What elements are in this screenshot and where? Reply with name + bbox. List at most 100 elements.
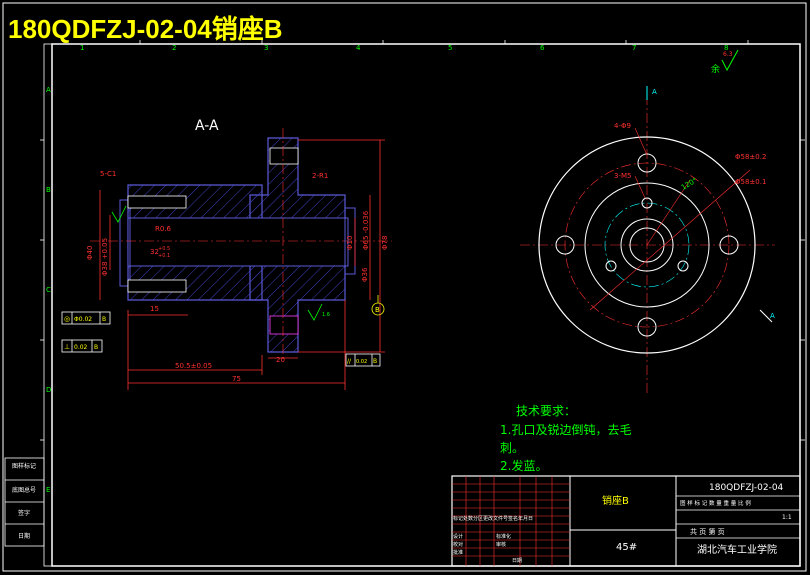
leader-diagonal [589, 169, 751, 311]
roughness-mark-right [307, 303, 323, 321]
section-mark-bottom: A [770, 312, 775, 320]
title-scale: 1:1 [782, 514, 792, 521]
tol-2-symbol: // [347, 358, 352, 365]
frame-col-label-4: 5 [448, 44, 452, 52]
frame-row-label-2: C [46, 286, 51, 294]
title-label-0: 标记处数分区更改文件号签名年月日 [453, 515, 533, 522]
tol-0-symbol: ◎ [64, 315, 70, 323]
roughness-mark-left [111, 205, 127, 223]
dim-angle: 120° [680, 176, 699, 191]
frame-row-label-4: E [46, 486, 50, 494]
dim-len-total: 75 [232, 375, 241, 383]
dim-holes-3: 3-M5 [614, 172, 631, 180]
frame-row-label-1: B [46, 186, 51, 194]
tolerance-frame-0: ◎ Φ0.02 B [61, 311, 111, 325]
title-label-4: 审核 [496, 541, 506, 548]
title-part-number: 180QDFZJ-02-04 [709, 483, 784, 493]
tol-1-value: 0.02 [74, 344, 88, 351]
side-stamp-1: 底图总号 [12, 486, 36, 494]
dim-dia-right-small: Φ10 [346, 236, 354, 250]
lower-thread-hole [127, 279, 187, 293]
tol-0-datum: B [102, 316, 106, 323]
roughness-mark-value: 1.6 [322, 312, 330, 318]
frame-zone-ticks [40, 40, 805, 441]
title-part-name: 销座B [602, 494, 629, 507]
frame-col-label-7: 8 [724, 44, 728, 52]
tech-requirements: 技术要求： 1.孔口及锐边倒钝，去毛 刺。 2.发蓝。 [500, 404, 631, 473]
dim-circle-2: Φ58±0.1 [735, 178, 766, 186]
bore-circle [620, 218, 674, 272]
dim-dia-left-inner: Φ38 +0.05 [101, 238, 109, 276]
thread-hole-top [641, 197, 653, 209]
frame-col-label-2: 3 [264, 44, 268, 52]
title-label-5: 批准 [453, 549, 463, 556]
roughness-value: 6.3 [723, 51, 733, 58]
drawing-title: 180QDFZJ-02-04销座B [8, 14, 283, 44]
roughness-rest-label: 余 [711, 63, 720, 75]
frame-row-labels: ABCDEF [46, 86, 51, 494]
outer-flange-circle [538, 136, 756, 354]
datum-marker: B [371, 295, 385, 316]
title-material: 45# [616, 542, 637, 553]
frame-row-label-3: D [46, 386, 51, 394]
dim-circle-1: Φ58±0.2 [735, 153, 766, 161]
section-label: A-A [195, 118, 219, 134]
dim-fillet: 2-R1 [312, 172, 328, 180]
frame-row-label-0: A [46, 86, 51, 94]
datum-label: B [375, 306, 380, 314]
dim-chamfer: 5-C1 [100, 170, 116, 178]
tol-2-value: 0.02 [356, 359, 367, 365]
left-step [119, 199, 131, 287]
frame-col-label-1: 2 [172, 44, 176, 52]
frame-col-label-6: 7 [632, 44, 636, 52]
dim-bore-depth: 32 [150, 248, 159, 256]
dim-dia-right-outer: Φ36 [361, 267, 369, 282]
dim-len-15: 15 [150, 305, 159, 313]
tech-line-1: 1.孔口及锐边倒钝，去毛 [500, 423, 631, 437]
frame-col-label-3: 4 [356, 44, 361, 52]
side-stamp-2: 签字 [18, 509, 30, 517]
flange-hole-bottom [637, 317, 657, 337]
dim-bore-tol-lower: +0.1 [158, 253, 170, 259]
side-stamp-0: 图样标记 [12, 462, 36, 470]
title-block: 180QDFZJ-02-04 销座B 45# 图 样 标 记 数 量 重 量 比… [451, 475, 801, 567]
title-header-row: 图 样 标 记 数 量 重 量 比 例 [680, 499, 751, 507]
front-view [520, 95, 775, 395]
dim-dia-right-fit: Φ65 -0.036 [362, 210, 370, 250]
side-stamp-3: 日期 [18, 532, 30, 540]
tolerance-frame-2: // 0.02 B [345, 353, 381, 367]
tech-heading: 技术要求： [516, 404, 576, 418]
dim-holes-4: 4-Φ9 [614, 122, 631, 130]
section-mark-top: A [652, 88, 657, 96]
section-view [90, 128, 392, 360]
title-school: 湖北汽车工业学院 [697, 543, 777, 556]
title-sheet-row: 共 页 第 页 [690, 527, 725, 536]
tech-line-2: 刺。 [500, 441, 524, 455]
title-label-6: 日期 [512, 558, 522, 564]
thread-circle [604, 202, 690, 288]
dim-dia-left: Φ40 [86, 246, 94, 260]
title-label-1: 设计 [453, 533, 463, 540]
flange-upper-hole [269, 147, 299, 165]
flange-hole-top [637, 153, 657, 173]
dim-len-20: 20 [276, 356, 285, 364]
dim-dia-flange: Φ78 [381, 236, 389, 250]
left-margin-strip [43, 43, 53, 567]
tol-1-symbol: ⊥ [64, 343, 70, 351]
bore [127, 217, 349, 267]
upper-thread-hole [127, 195, 187, 209]
flange-hole-left [555, 235, 575, 255]
drawing-frame [51, 43, 801, 567]
title-label-3: 校对 [453, 541, 463, 548]
bolt-circle [564, 162, 730, 328]
tol-1-datum: B [94, 344, 98, 351]
flange-lower-hole [269, 315, 299, 335]
hub-circle [584, 182, 710, 308]
thread-hole-right [677, 260, 689, 272]
dim-bore-radius: R0.6 [155, 225, 172, 233]
thread-hole-left [605, 260, 617, 272]
roughness-symbol: 余 6.3 [711, 49, 739, 75]
